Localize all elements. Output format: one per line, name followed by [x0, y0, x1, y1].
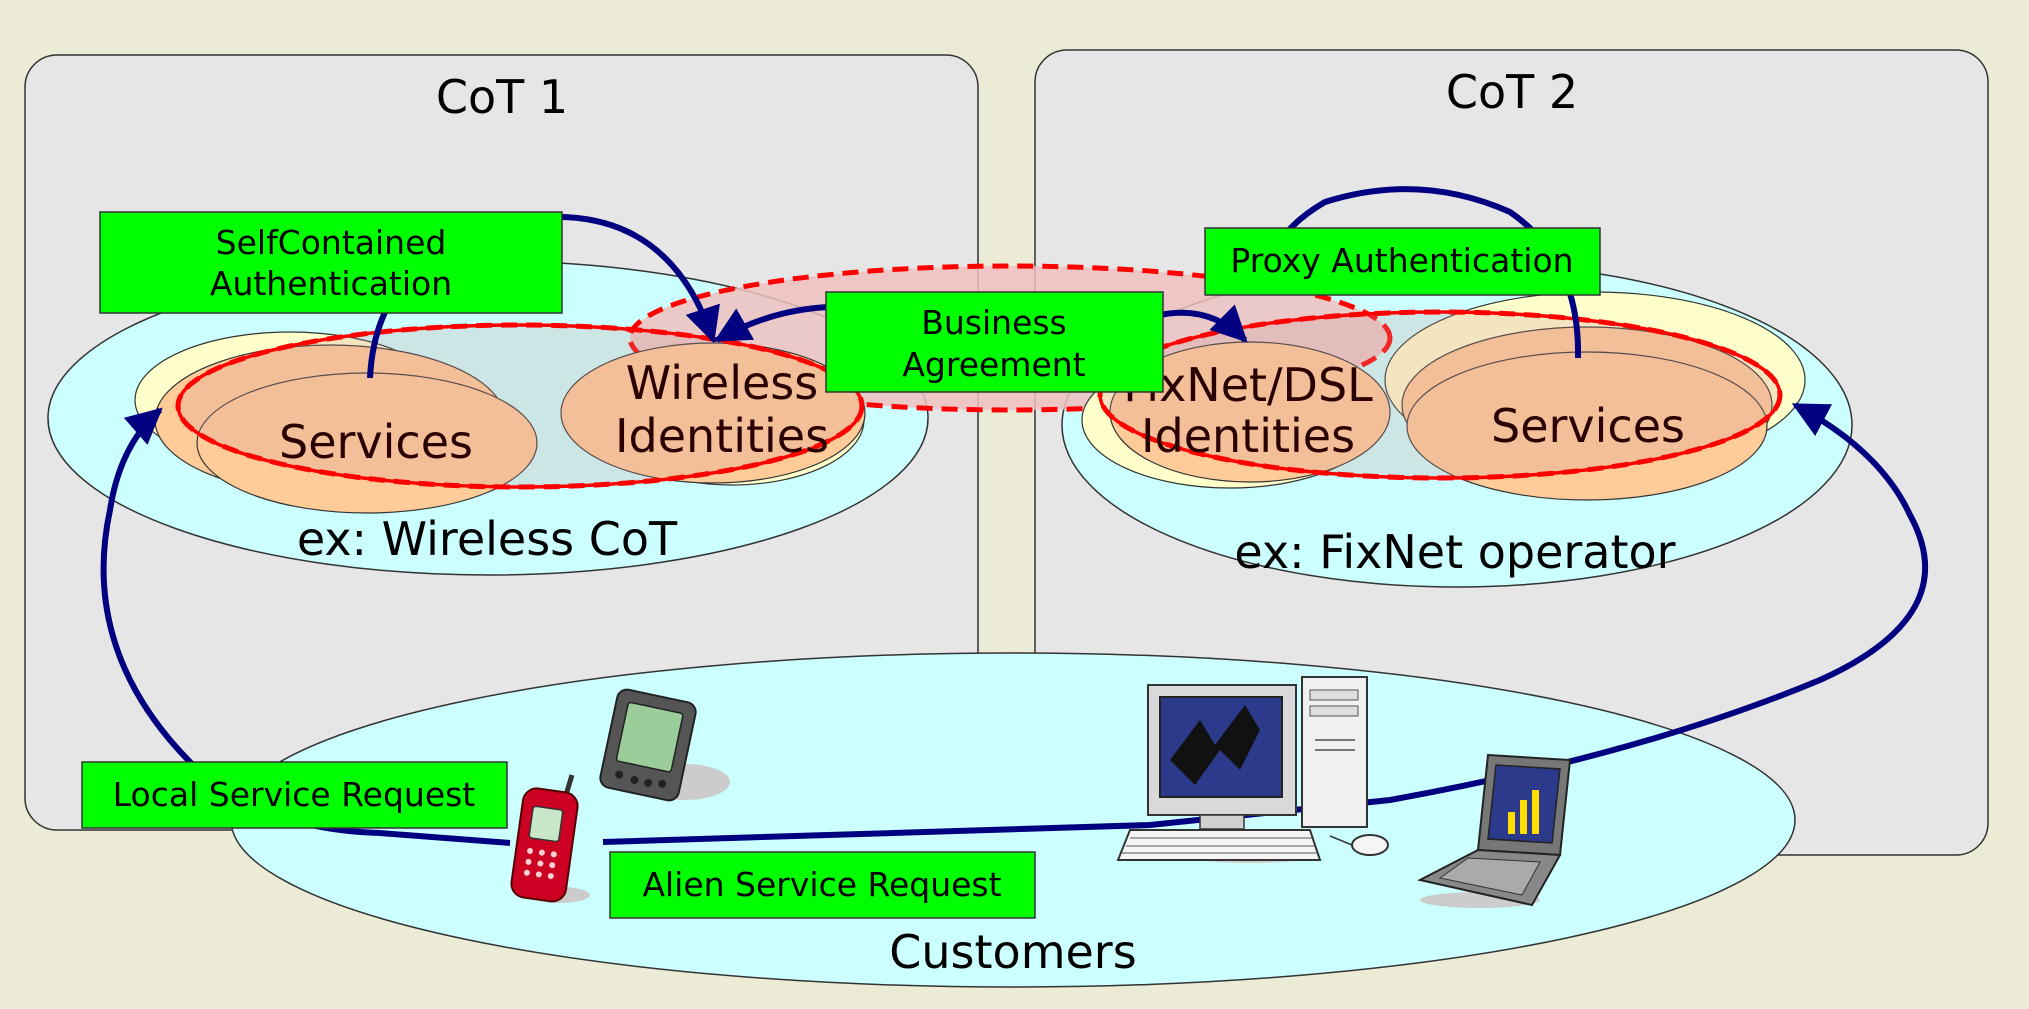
selfcontained-auth-label-2: Authentication: [210, 264, 452, 303]
proxy-auth-arrow: [1159, 304, 1248, 343]
alien-request-label: Alien Service Request: [642, 865, 1001, 904]
wireless-identities-label-1: Wireless: [626, 356, 818, 410]
services-left: [196, 372, 538, 514]
cot1-example-label: ex: Wireless CoT: [297, 512, 678, 566]
alien-request-box: [609, 851, 1036, 919]
cot2-example-label: ex: FixNet operator: [1234, 525, 1675, 579]
wireless-identities-label-2: Identities: [615, 409, 829, 463]
cot2-trust-ring-dashed: [1097, 309, 1783, 481]
business-arrow: [713, 304, 829, 343]
cot2-title: CoT 2: [1446, 65, 1578, 119]
cot1-title: CoT 1: [436, 70, 568, 124]
services-left-label: Services: [279, 415, 473, 469]
customers-label: Customers: [889, 925, 1136, 979]
fixnet-identities-label-2: Identities: [1141, 409, 1355, 463]
desktop-computer-icon: [1116, 676, 1389, 863]
cot1-trust-ring-dashed: [175, 322, 865, 490]
local-request-box: [81, 761, 508, 829]
services-right: [1406, 351, 1768, 501]
business-agreement-label-1: Business: [921, 303, 1067, 342]
services-right-label: Services: [1491, 399, 1685, 453]
mobile-phone-icon: [510, 774, 590, 903]
business-agreement-box: [825, 291, 1164, 393]
laptop-icon: [1417, 753, 1572, 908]
proxy-auth-box: [1204, 227, 1601, 296]
selfcontained-auth-box: [99, 211, 563, 314]
pda-icon: [599, 688, 730, 802]
business-agreement-label-2: Agreement: [902, 345, 1085, 384]
fixnet-identities-label-1: FixNet/DSL: [1123, 358, 1373, 412]
selfcontained-auth-label-1: SelfContained: [216, 223, 447, 262]
local-request-label: Local Service Request: [113, 775, 476, 814]
proxy-auth-label: Proxy Authentication: [1230, 241, 1573, 280]
